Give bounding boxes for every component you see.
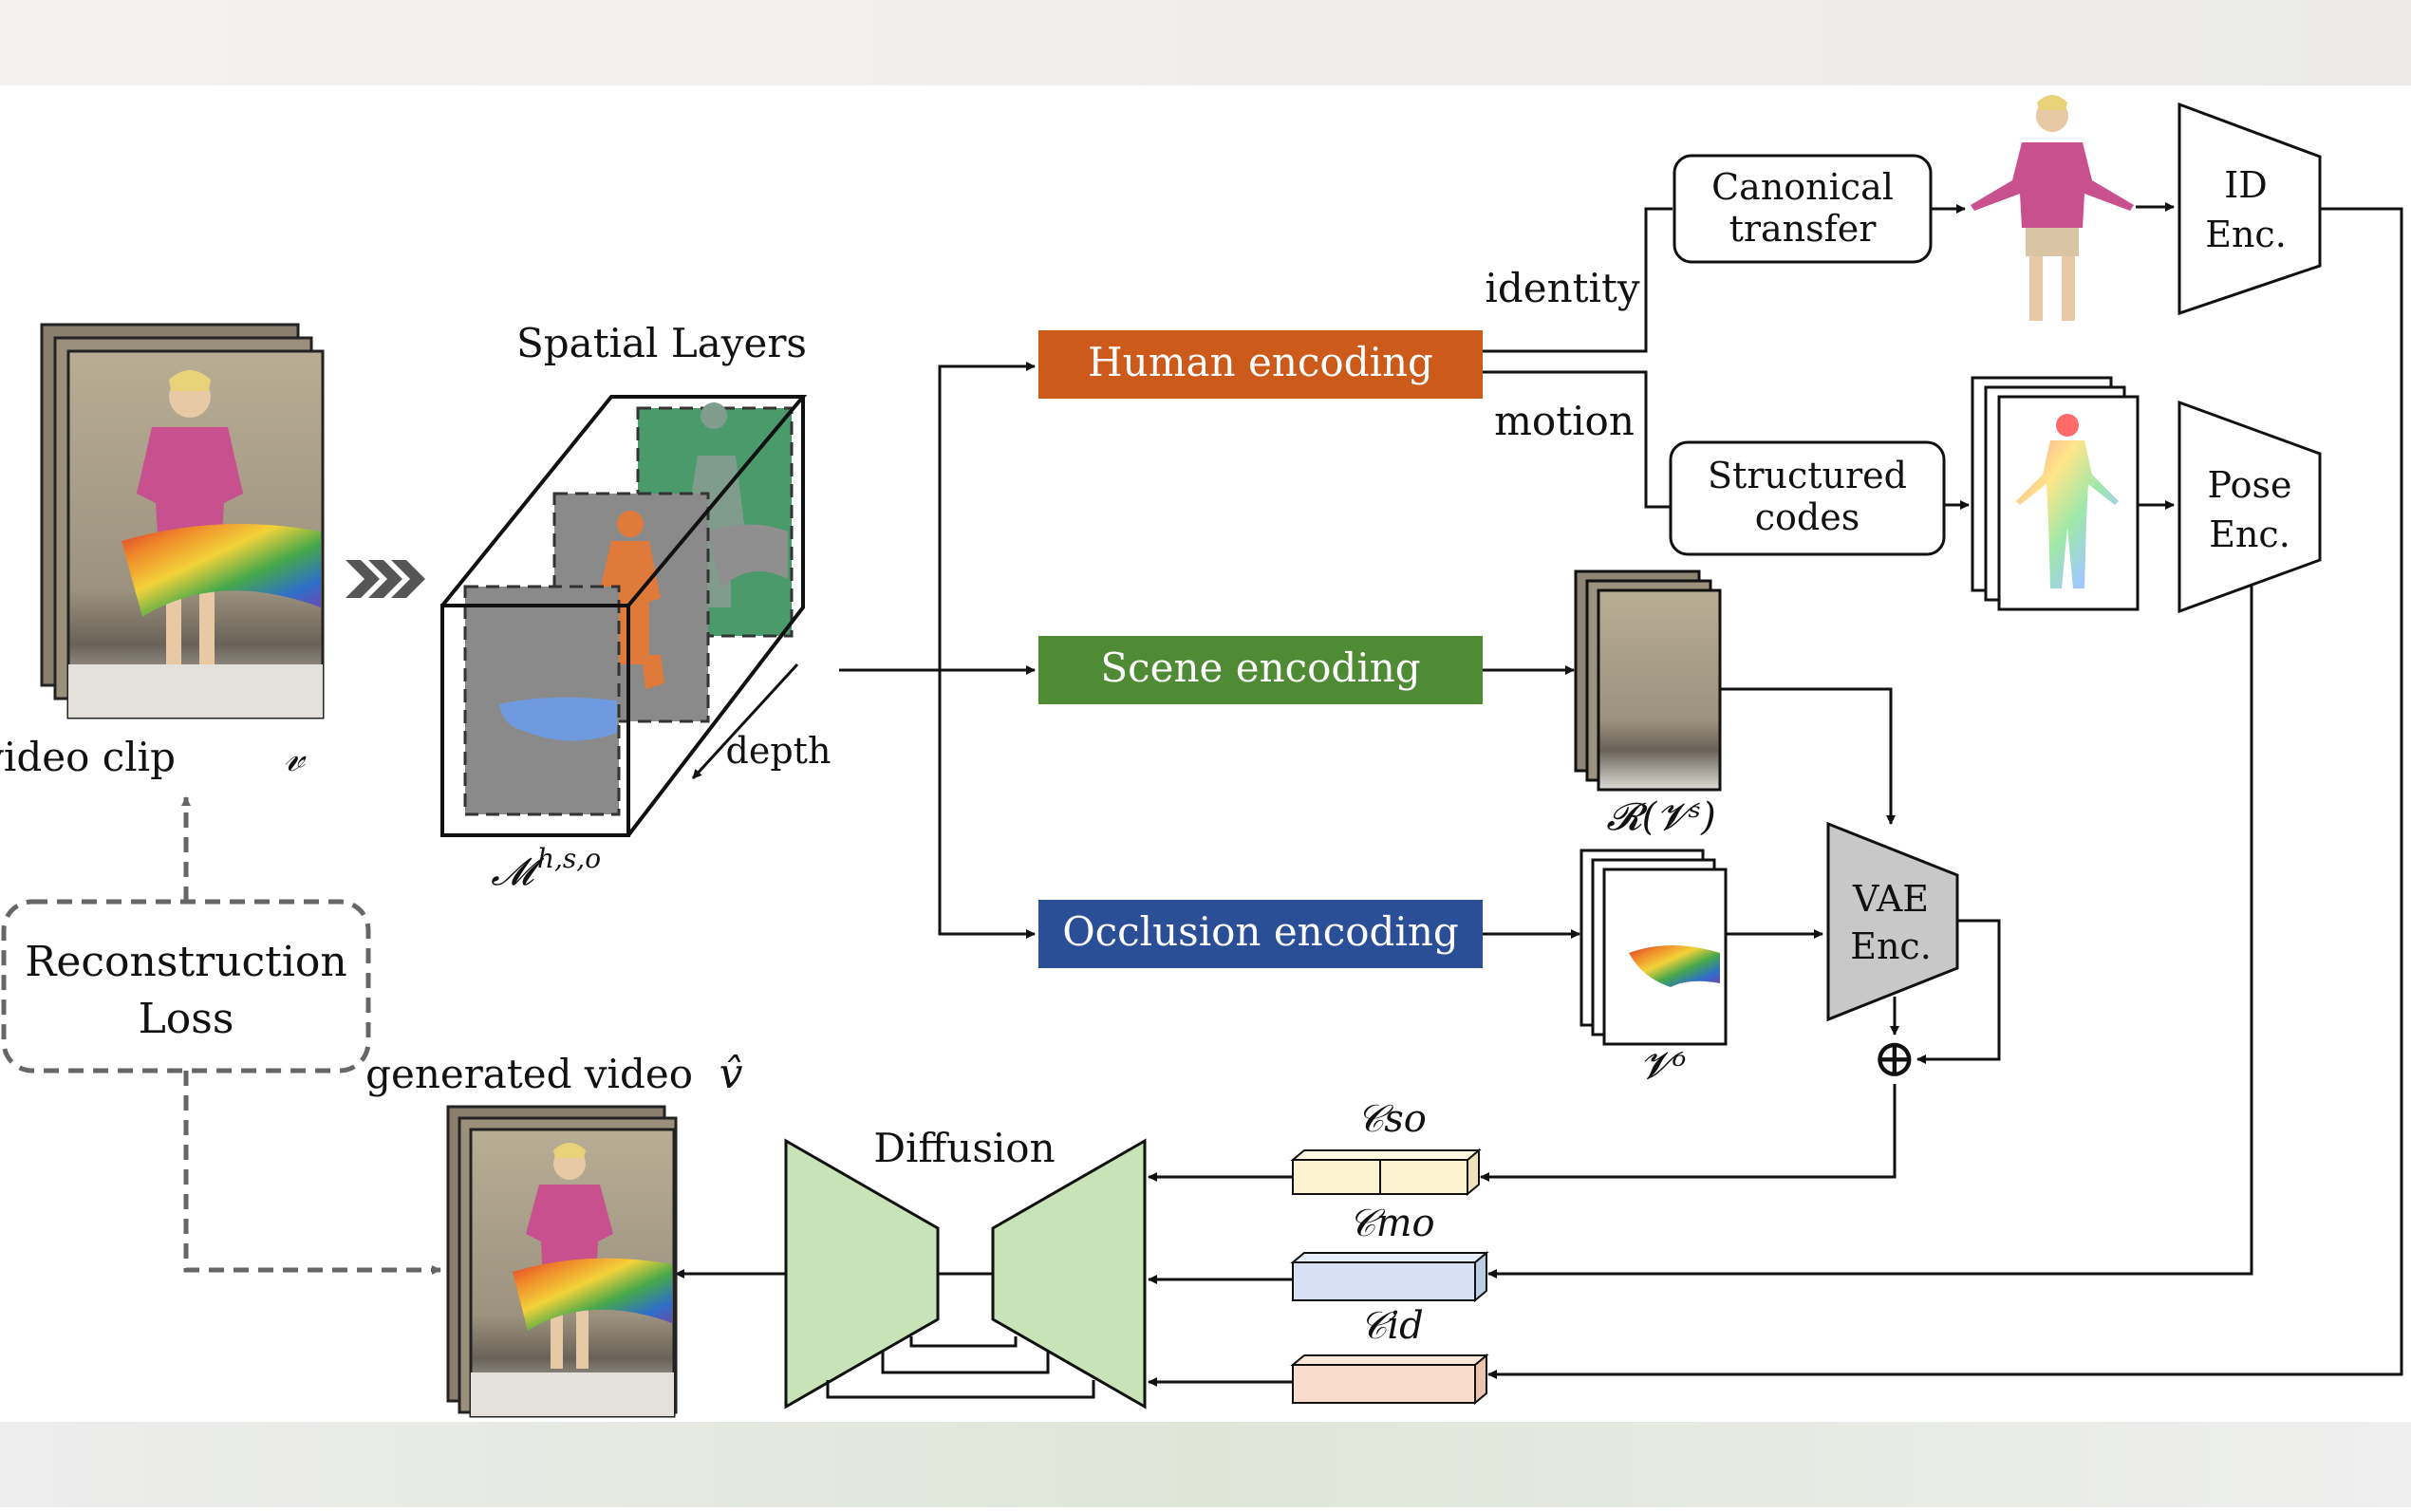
scene-frames-stack bbox=[1574, 569, 1722, 792]
pose-enc-to-c-mo-arrow bbox=[1487, 585, 2253, 1279]
reconstruction-loss-line1: Reconstruction bbox=[25, 938, 347, 986]
motion-label: motion bbox=[1494, 398, 1635, 444]
sum-operator-icon: ⊕ bbox=[1873, 1028, 1917, 1090]
scene-frames-symbol: 𝓡(𝓥ˢ) bbox=[1606, 795, 1715, 839]
bottom-band bbox=[0, 1422, 2411, 1507]
human-encoding-label: Human encoding bbox=[1088, 339, 1433, 385]
vae-enc-block bbox=[1826, 821, 1959, 1022]
structured-codes-line1: Structured bbox=[1708, 455, 1907, 496]
spatial-layers-title: Spatial Layers bbox=[516, 320, 807, 366]
input-video-stack bbox=[40, 323, 325, 719]
human-branch-lines bbox=[1483, 207, 1673, 509]
sum-to-c-so-arrow bbox=[1480, 1084, 1897, 1182]
scene-encoding-label: Scene encoding bbox=[1100, 644, 1420, 691]
c-so-label: 𝒞so bbox=[1356, 1097, 1427, 1141]
scene-encoding-box bbox=[1038, 636, 1483, 704]
reconstruction-loss-box bbox=[1, 899, 371, 1073]
human-encoding-box bbox=[1038, 330, 1483, 399]
occlusion-encoding-label: Occlusion encoding bbox=[1062, 908, 1459, 955]
reconstruction-loss-arrows bbox=[181, 796, 441, 1275]
pose-enc-block bbox=[2177, 400, 2322, 614]
vae-to-sum-lines bbox=[1890, 919, 2001, 1064]
diffusion-unet bbox=[784, 1138, 1147, 1409]
depth-arrow bbox=[691, 663, 799, 780]
spatial-layers-cube bbox=[440, 395, 808, 837]
vae-enc-line2: Enc. bbox=[1850, 925, 1932, 967]
c-mo-token bbox=[1290, 1250, 1489, 1303]
vae-enc-line1: VAE bbox=[1852, 878, 1929, 920]
canonical-human-image bbox=[1971, 95, 2134, 321]
pose-enc-line1: Pose bbox=[2208, 464, 2292, 506]
c-id-token bbox=[1290, 1353, 1489, 1406]
id-enc-line1: ID bbox=[2224, 164, 2267, 206]
generated-video-label: generated video bbox=[365, 1051, 693, 1097]
c-mo-label: 𝒞mo bbox=[1348, 1202, 1434, 1245]
id-enc-line2: Enc. bbox=[2205, 214, 2287, 255]
structured-codes-line2: codes bbox=[1755, 496, 1860, 538]
id-enc-to-c-id-arrow bbox=[1487, 207, 2403, 1379]
id-enc-block bbox=[2177, 102, 2322, 316]
scene-frames-to-vae-arrow bbox=[1720, 687, 1896, 825]
identity-label: identity bbox=[1485, 265, 1639, 311]
pose-enc-line2: Enc. bbox=[2209, 513, 2290, 555]
c-so-token bbox=[1290, 1148, 1482, 1197]
canonical-transfer-line1: Canonical bbox=[1711, 166, 1894, 208]
occlusion-encoding-box bbox=[1038, 900, 1483, 968]
occlusion-frames-symbol: 𝓥ᵒ bbox=[1640, 1044, 1687, 1088]
occlusion-frames-stack bbox=[1579, 849, 1728, 1046]
pose-frames-stack bbox=[1971, 376, 2140, 611]
top-band bbox=[0, 0, 2411, 85]
canonical-transfer-line2: transfer bbox=[1729, 208, 1878, 250]
c-id-label: 𝒞id bbox=[1359, 1304, 1424, 1348]
reconstruction-loss-line2: Loss bbox=[139, 995, 234, 1043]
chevron-arrows-icon bbox=[346, 560, 425, 598]
mask-superscript: h,s,o bbox=[537, 843, 601, 874]
depth-label: depth bbox=[726, 730, 832, 772]
video-clip-symbol: 𝓋 bbox=[284, 733, 307, 781]
generated-video-symbol: v̂ bbox=[720, 1050, 743, 1098]
structured-codes-box bbox=[1669, 440, 1946, 556]
cube-to-encoders-connector bbox=[839, 362, 1036, 939]
generated-video-stack bbox=[446, 1105, 678, 1418]
diffusion-label: Diffusion bbox=[873, 1125, 1055, 1171]
conditions-to-diffusion-arrows bbox=[1148, 1172, 1293, 1387]
video-clip-label: video clip bbox=[0, 734, 176, 780]
